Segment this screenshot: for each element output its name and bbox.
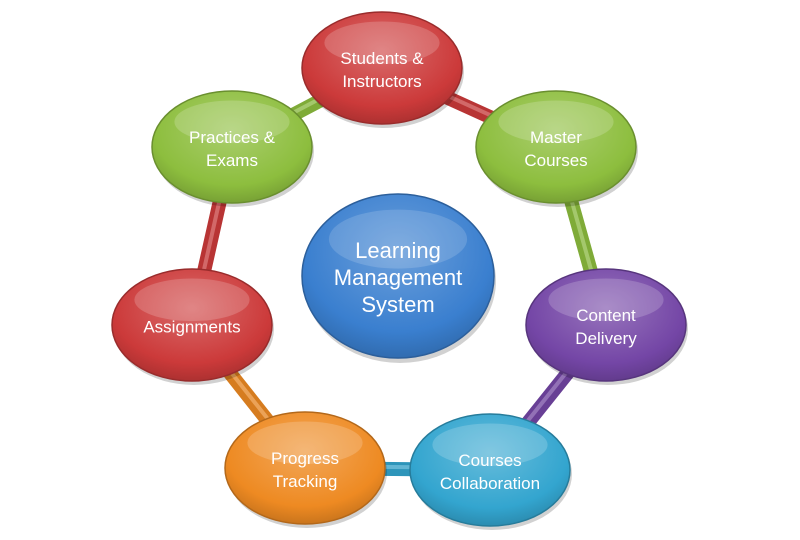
node-progress-tracking-label-line-1: Progress bbox=[271, 449, 339, 468]
node-ellipse bbox=[111, 268, 273, 382]
node-ring: Students &InstructorsMasterCoursesConten… bbox=[111, 11, 688, 530]
node-gloss bbox=[134, 278, 250, 322]
node-ellipse bbox=[475, 90, 637, 204]
node-ellipse bbox=[151, 90, 313, 204]
node-assignments: Assignments bbox=[111, 268, 274, 385]
node-ellipse bbox=[224, 411, 386, 525]
center-ellipse bbox=[301, 193, 495, 359]
node-ellipse bbox=[525, 268, 687, 382]
node-gloss bbox=[247, 421, 363, 465]
node-ellipse bbox=[301, 11, 463, 125]
node-content-delivery-label-line-2: Delivery bbox=[575, 329, 637, 348]
node-gloss bbox=[432, 423, 548, 467]
center-title-line-3: System bbox=[361, 292, 434, 317]
node-gloss bbox=[498, 100, 614, 144]
node-practices-exams-label-line-1: Practices & bbox=[189, 128, 276, 147]
node-master-courses-label-line-2: Courses bbox=[524, 151, 587, 170]
center-title-line-1: Learning bbox=[355, 238, 441, 263]
node-gloss bbox=[174, 100, 290, 144]
node-content-delivery-label-line-1: Content bbox=[576, 306, 636, 325]
node-ellipse bbox=[409, 413, 571, 527]
node-practices-exams: Practices & Exams bbox=[151, 90, 314, 207]
node-courses-collaboration-label-line-2: Collaboration bbox=[440, 474, 540, 493]
center-gloss bbox=[328, 209, 468, 269]
center-title-line-2: Management bbox=[334, 265, 462, 290]
node-gloss bbox=[324, 21, 440, 65]
node-master-courses-label-line-1: Master bbox=[530, 128, 582, 147]
node-students-instructors: Students & Instructors bbox=[301, 11, 464, 128]
node-courses-collaboration-label-line-1: Courses bbox=[458, 451, 521, 470]
node-practices-exams-label-line-2: Exams bbox=[206, 151, 258, 170]
node-gloss bbox=[548, 278, 664, 322]
node-students-instructors-label-line-1: Students & bbox=[340, 49, 424, 68]
node-assignments-label-line-1: Assignments bbox=[143, 318, 240, 337]
node-progress-tracking-label-line-2: Tracking bbox=[273, 472, 338, 491]
node-students-instructors-label-line-2: Instructors bbox=[342, 72, 421, 91]
